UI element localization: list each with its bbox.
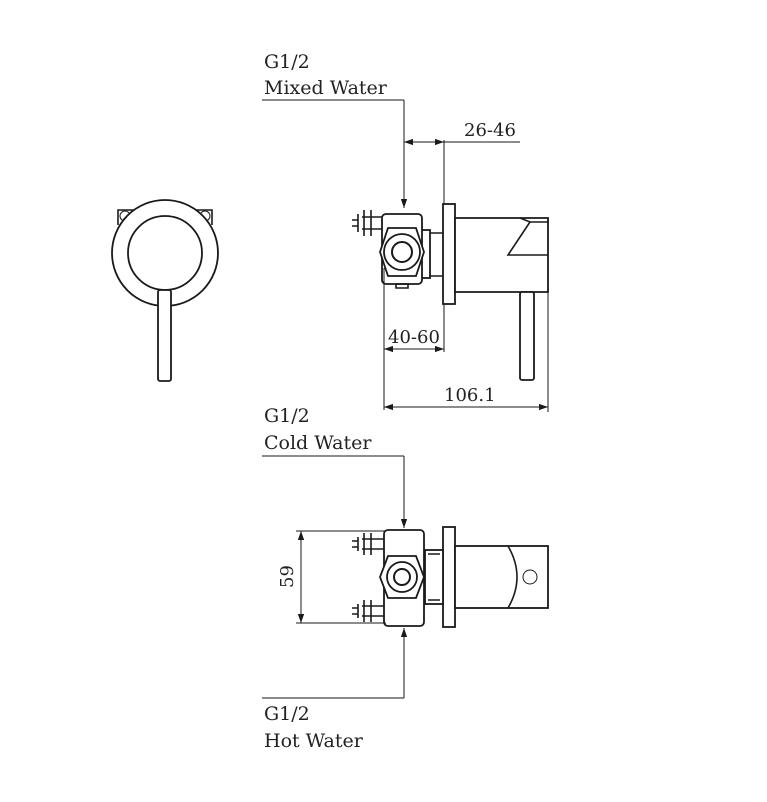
dim-40-60-text: 40-60 [388,327,440,348]
mixed-water-leader: G1/2 Mixed Water [262,51,408,208]
top-view [352,526,549,628]
cold-water-size: G1/2 [264,405,310,427]
hot-water-size: G1/2 [264,703,310,725]
cold-water-leader: G1/2 Cold Water [262,405,408,528]
hot-water-label: Hot Water [264,730,364,752]
dim-wall-plate-depth: 26-46 [404,120,520,204]
dim-body-depth: 40-60 [383,268,445,410]
hot-water-leader: G1/2 Hot Water [262,628,408,752]
mixed-water-size: G1/2 [264,51,310,73]
dim-59-text: 59 [277,565,298,588]
dim-inlet-spacing: 59 [277,530,386,624]
mixed-water-label: Mixed Water [264,77,388,99]
front-view [111,199,219,382]
dim-106-text: 106.1 [444,385,496,406]
dim-overall-depth: 106.1 [384,292,549,412]
side-view [352,203,549,381]
dim-26-46-text: 26-46 [464,120,516,141]
cold-water-label: Cold Water [264,432,372,454]
